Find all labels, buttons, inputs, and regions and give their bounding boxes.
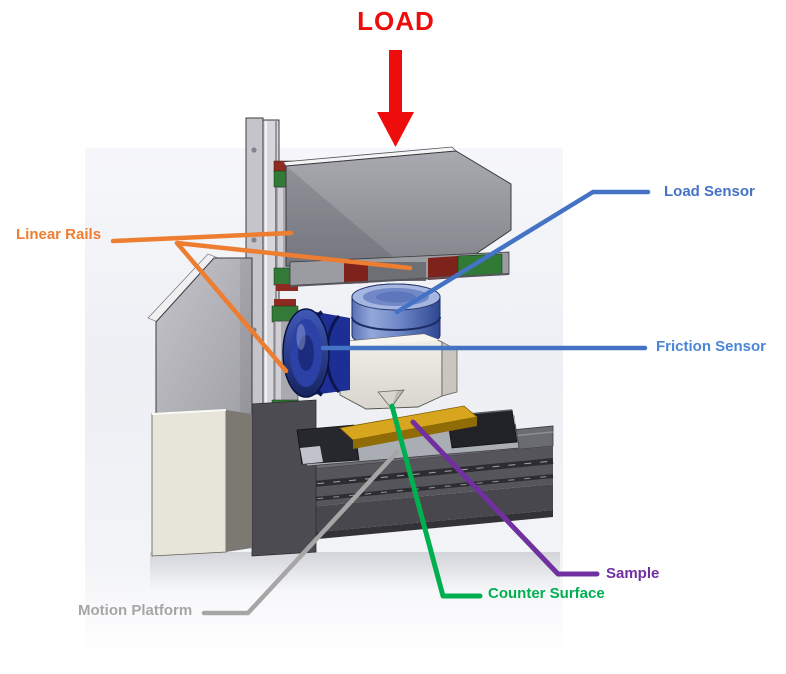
sample-plate [339,405,478,449]
motion-platform-leader-line [201,449,400,616]
pedestal-block [151,409,252,557]
label-sample: Sample [606,565,660,582]
load-sensor-leader-line [394,189,651,315]
label-friction-sensor: Friction Sensor [656,338,767,355]
sensor-holder-block [339,333,458,410]
label-linear-rails: Linear Rails [16,226,102,243]
diagram-title: LOAD [357,6,435,36]
label-counter-surface: Counter Surface [488,585,605,602]
contact-tip [377,389,405,409]
counter-surface-leader-line [389,403,483,599]
floor-reflection [150,552,560,590]
top-bracket [282,146,512,267]
linear-rails-leader-lines [110,230,413,374]
load-arrow [377,50,414,147]
label-load-sensor: Load Sensor [664,183,755,200]
label-motion-platform: Motion Platform [78,602,193,619]
friction-sensor-cylinder [282,308,350,398]
base-left-end [251,399,317,557]
sample-leader-line [410,419,600,577]
